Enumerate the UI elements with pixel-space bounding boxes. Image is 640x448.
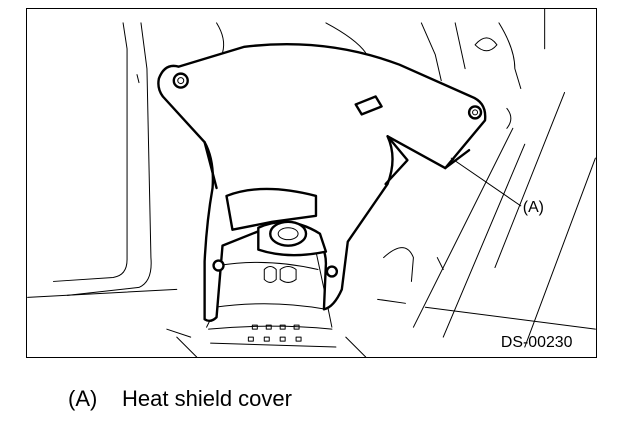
heat-shield-cover [157,43,487,322]
diagram-frame: (A) DS-00230 [26,8,597,358]
underbody-structure [27,9,596,357]
mounting-bolts [172,72,483,278]
caption: (A) Heat shield cover [68,386,292,412]
caption-callout: (A) [68,386,98,411]
converter-vents [247,324,302,342]
exhaust-pipe [206,251,337,348]
callout-leader-line [450,157,522,207]
callout-label-a: (A) [523,199,544,216]
figure-code: DS-00230 [501,334,573,351]
heat-shield-diagram: (A) DS-00230 [27,9,596,357]
caption-text: Heat shield cover [122,386,292,411]
